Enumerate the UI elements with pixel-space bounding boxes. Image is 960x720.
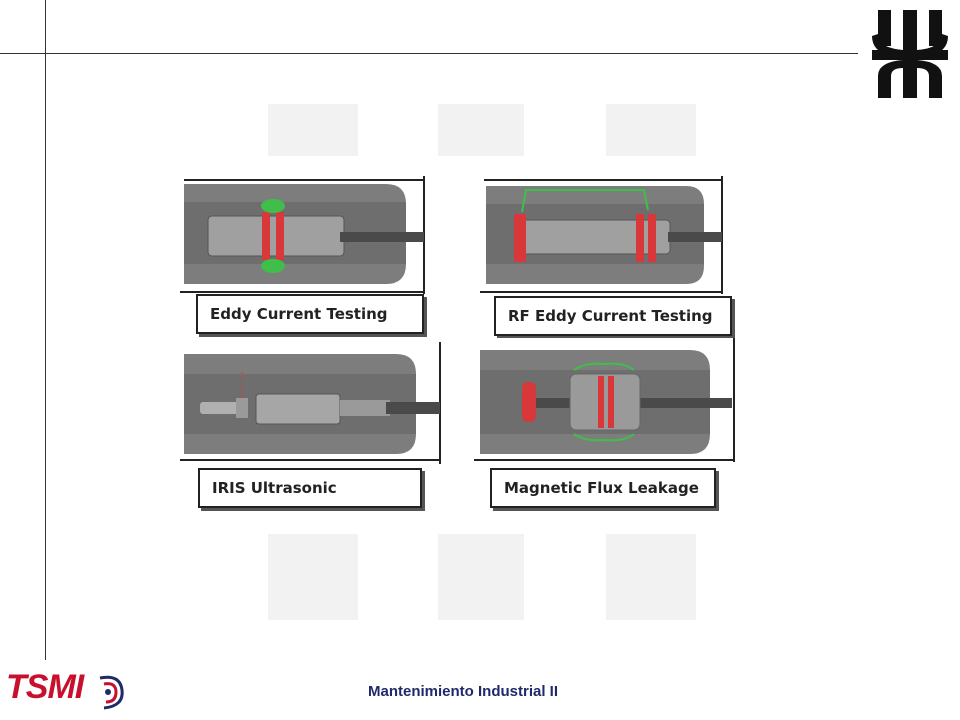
diagram-eddy-current: Eddy Current Testing xyxy=(180,176,430,336)
diagram-iris-ultrasonic: IRIS Ultrasonic xyxy=(180,342,442,510)
label-magnetic-flux-leakage: Magnetic Flux Leakage xyxy=(490,468,716,508)
horizontal-rule xyxy=(0,53,858,54)
tsmi-emblem-icon xyxy=(99,675,124,710)
rf-eddy-current-illustration-icon xyxy=(480,176,730,294)
watermark-logo-icon xyxy=(268,104,696,620)
iris-ultrasonic-illustration-icon xyxy=(180,342,442,464)
utn-logo-icon xyxy=(872,10,948,98)
label-iris-ultrasonic: IRIS Ultrasonic xyxy=(198,468,422,508)
eddy-current-illustration-icon xyxy=(180,176,430,294)
label-eddy-current: Eddy Current Testing xyxy=(196,294,424,334)
vertical-rule xyxy=(45,0,46,660)
footer-title: Mantenimiento Industrial II xyxy=(368,683,559,700)
tsmi-logo-icon: TSMI xyxy=(6,668,84,706)
label-rf-eddy-current: RF Eddy Current Testing xyxy=(494,296,732,336)
magnetic-flux-leakage-illustration-icon xyxy=(474,338,738,462)
diagram-magnetic-flux-leakage: Magnetic Flux Leakage xyxy=(474,338,738,510)
diagram-rf-eddy-current: RF Eddy Current Testing xyxy=(480,176,738,340)
